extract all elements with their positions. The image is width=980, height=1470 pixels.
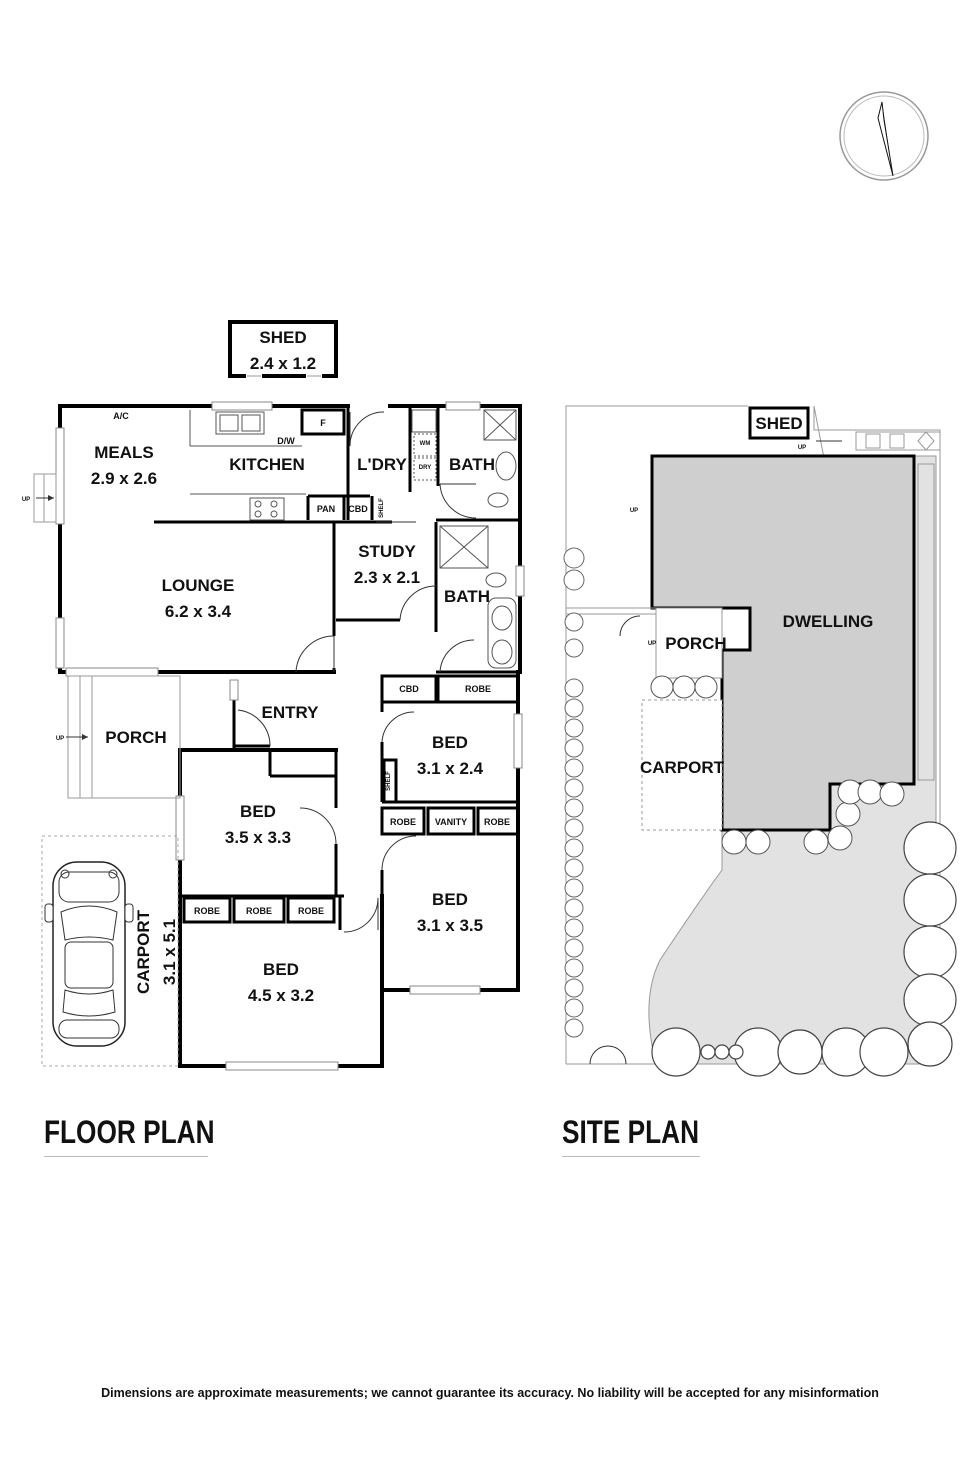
shed-label: SHED <box>259 328 306 347</box>
tree-icon <box>651 821 957 1077</box>
dishwasher-label: D/W <box>277 436 295 446</box>
bed3-dims: 3.1 x 3.5 <box>417 916 483 935</box>
site-up-porch-label: UP <box>648 641 656 647</box>
study-label: STUDY <box>358 542 416 561</box>
bed4-label: BED <box>263 960 299 979</box>
kitchen-cupboard-label: CBD <box>348 504 368 514</box>
pantry-label: PAN <box>317 504 335 514</box>
bed3-label: BED <box>432 890 468 909</box>
doors <box>237 411 477 933</box>
bed3-robe-b-label: ROBE <box>484 817 510 827</box>
laundry-shelf-label: SHELF <box>379 498 385 518</box>
site-up-shed-label: UP <box>798 445 806 451</box>
study-dims: 2.3 x 2.1 <box>354 568 420 587</box>
fridge-label: F <box>320 418 326 428</box>
site-porch-label: PORCH <box>665 634 726 653</box>
hedge-icon <box>563 547 585 1038</box>
site-carport <box>641 699 723 831</box>
bed1-label: BED <box>432 733 468 752</box>
laundry-label: L'DRY <box>357 455 407 474</box>
bed4-dims: 4.5 x 3.2 <box>248 986 314 1005</box>
meals-label: MEALS <box>94 443 154 462</box>
bed1-robe-label: ROBE <box>465 684 491 694</box>
site-shed <box>748 406 810 440</box>
car-icon <box>44 861 134 1047</box>
porch-structure <box>33 473 181 799</box>
entry-label: ENTRY <box>262 703 320 722</box>
site-carport-label: CARPORT <box>640 758 725 777</box>
north-arrow-icon <box>839 91 929 181</box>
dwelling-label: DWELLING <box>783 612 874 631</box>
lounge-dims: 6.2 x 3.4 <box>165 602 232 621</box>
interior-walls <box>154 406 520 990</box>
dryer-label: DRY <box>419 465 431 471</box>
site-plan-title-underline <box>562 1156 700 1157</box>
bath2-label: BATH <box>444 587 490 606</box>
kitchen-fittings <box>189 409 517 669</box>
bed2-label: BED <box>240 802 276 821</box>
bath1-label: BATH <box>449 455 495 474</box>
floor-plan-title: FLOOR PLAN <box>44 1114 215 1150</box>
shed-outline <box>228 320 338 378</box>
kitchen-label: KITCHEN <box>229 455 305 474</box>
site-shed-label: SHED <box>755 414 802 433</box>
site-up-side-label: UP <box>630 508 638 514</box>
carport-area <box>41 835 179 1067</box>
washing-machine-label: WM <box>420 441 431 447</box>
meals-up-label: UP <box>22 497 30 503</box>
floor-plan-title-underline <box>44 1156 208 1157</box>
floor-plan: SHED 2.4 x 1.2 A/C MEALS 2.9 x 2.6 KITCH… <box>22 320 525 1071</box>
bed4-robe-c-label: ROBE <box>298 906 324 916</box>
bed4-robe-b-label: ROBE <box>246 906 272 916</box>
shrub-icon <box>650 675 905 855</box>
site-plan-title: SITE PLAN <box>562 1114 700 1150</box>
hall-cupboard-label: CBD <box>399 684 419 694</box>
disclaimer-text: Dimensions are approximate measurements;… <box>101 1386 879 1400</box>
vanity-label: VANITY <box>435 817 467 827</box>
bed3-robe-a-label: ROBE <box>390 817 416 827</box>
ac-label: A/C <box>113 411 129 421</box>
porch-label: PORCH <box>105 728 166 747</box>
bed2-dims: 3.5 x 3.3 <box>225 828 291 847</box>
carport-label: CARPORT <box>134 909 153 994</box>
bed4-robe-a-label: ROBE <box>194 906 220 916</box>
bed1-shelf-label: SHELF <box>386 771 392 791</box>
lounge-label: LOUNGE <box>162 576 235 595</box>
porch-up-label: UP <box>56 736 64 742</box>
site-plan: SHED DWELLING PORCH CARPORT UP UP UP <box>563 405 957 1077</box>
carport-dims: 3.1 x 5.1 <box>160 919 179 985</box>
site-porch <box>655 607 723 679</box>
meals-dims: 2.9 x 2.6 <box>91 469 157 488</box>
shed-dims: 2.4 x 1.2 <box>250 354 316 373</box>
bed1-dims: 3.1 x 2.4 <box>417 759 484 778</box>
